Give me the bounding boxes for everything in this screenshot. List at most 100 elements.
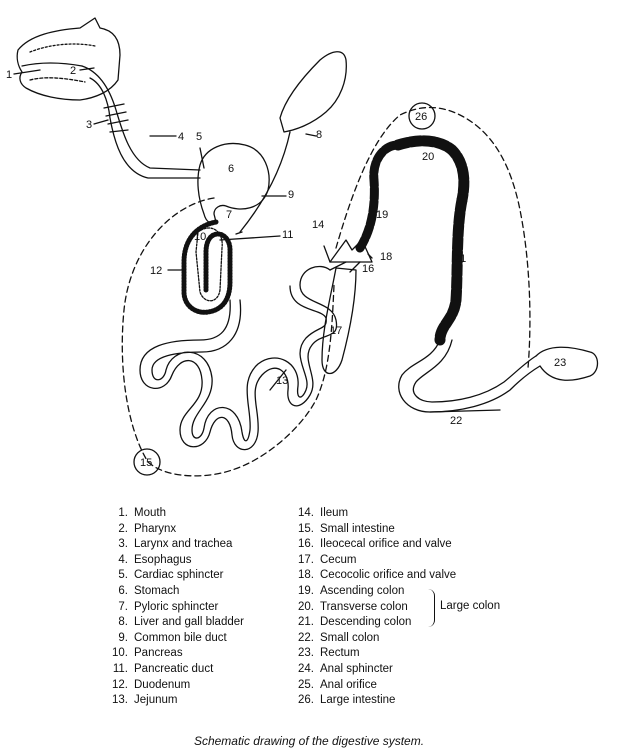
legend-name: Pancreas: [134, 647, 183, 660]
liver: [279, 51, 347, 133]
legend-item: 12.Duodenum: [104, 678, 244, 694]
legend-name: Pancreatic duct: [134, 662, 214, 675]
legend-item: 8. Liver and gall bladder: [104, 615, 244, 631]
diagram-label-4: 4: [178, 131, 184, 143]
legend-number: 3.: [118, 538, 128, 551]
legend-item: 7. Pyloric sphincter: [104, 600, 244, 616]
descending-colon: [434, 194, 468, 346]
legend-number: 7.: [118, 600, 128, 613]
legend-number: 22.: [298, 631, 314, 644]
legend-name: Cecocolic orifice and valve: [320, 569, 457, 582]
legend-name: Anal sphincter: [320, 662, 393, 675]
legend-name: Liver and gall bladder: [134, 616, 244, 629]
large-colon-label: Large colon: [440, 600, 501, 612]
legend-name: Jejunum: [134, 694, 178, 707]
legend-number: 4.: [118, 553, 128, 566]
diagram-label-6: 6: [228, 163, 234, 175]
legend-number: 18.: [298, 569, 314, 582]
legend-name: Descending colon: [320, 616, 412, 629]
small-colon: [398, 339, 541, 413]
legend-name: Ileum: [320, 507, 349, 519]
legend-name: Stomach: [134, 584, 180, 597]
legend-item: 15.Small intestine: [290, 522, 456, 538]
cecum: [321, 267, 357, 375]
legend-item: 6. Stomach: [104, 584, 244, 600]
leader-lines: [13, 67, 501, 413]
digestive-system-diagram: 1 2 3 4 5 6 7 8 9 10 11 12 13 14 15 16 1…: [6, 17, 599, 477]
legend-number: 8.: [118, 616, 128, 629]
legend-name: Small colon: [320, 631, 380, 644]
legend-number: 24.: [298, 662, 314, 675]
small-intestine-boundary: [121, 197, 335, 477]
legend-number: 16.: [298, 538, 314, 551]
diagram-label-15: 15: [140, 457, 152, 469]
legend-name: Cardiac sphincter: [134, 569, 224, 582]
transverse-colon: [392, 135, 470, 206]
jejunum-inner: [151, 285, 327, 442]
diagram-label-2: 2: [70, 65, 76, 77]
duodenum: [181, 219, 233, 315]
legend-number: 11.: [112, 662, 128, 675]
legend-number: 6.: [118, 584, 128, 597]
legend-item: 24. Anal sphincter: [290, 662, 456, 678]
legend-name: Ascending colon: [320, 584, 405, 597]
legend-number: 10.: [112, 647, 128, 660]
legend-number: 20.: [298, 600, 314, 613]
legend-item: 18. Cecocolic orifice and valve: [290, 568, 456, 584]
diagram-label-18: 18: [380, 251, 392, 263]
esophagus: [81, 65, 201, 171]
legend-number: 14.: [298, 507, 314, 519]
figure-caption: Schematic drawing of the digestive syste…: [193, 734, 425, 748]
legend-item: 10. Pancreas: [104, 646, 244, 662]
legend-item: 26.Large intestine: [290, 693, 456, 709]
legend-name: Small intestine: [320, 522, 395, 535]
teeth: [29, 77, 86, 83]
diagram-label-19: 19: [376, 209, 388, 221]
legend-name: Mouth: [134, 507, 166, 519]
diagram-label-8: 8: [316, 129, 322, 141]
legend-number: 12.: [112, 678, 128, 691]
legend-number: 13.: [112, 694, 128, 707]
diagram-label-26: 26: [415, 111, 427, 123]
legend-name: Pyloric sphincter: [134, 600, 219, 613]
legend-number: 17.: [298, 553, 314, 566]
legend-number: 23.: [298, 647, 314, 660]
diagram-label-1: 1: [6, 69, 12, 81]
nasal-area: [29, 43, 96, 53]
legend-number: 21.: [298, 616, 314, 629]
esophagus-wall: [89, 77, 201, 179]
legend-item: 14. Ileum: [290, 506, 456, 522]
legend-item: 21. Descending colon: [290, 615, 456, 631]
legend-item: 5.Cardiac sphincter: [104, 568, 244, 584]
large-colon-bracket: [428, 589, 435, 627]
rectum: [535, 346, 599, 381]
label-26-circle: [408, 102, 436, 130]
legend-item: 13. Jejunum: [104, 693, 244, 709]
diagram-label-11: 11: [282, 229, 293, 241]
legend-name: Rectum: [320, 647, 360, 660]
legend-number: 19.: [298, 584, 314, 597]
diagram-label-20: 20: [422, 151, 434, 163]
diagram-number-labels: 1 2 3 4 5 6 7 8 9 10 11 12 13 14 15 16 1…: [6, 65, 566, 469]
mouth-cavity: [21, 62, 83, 67]
diagram-label-23: 23: [554, 357, 566, 369]
pancreas: [195, 227, 223, 302]
legend-item: 20.Transverse colon: [290, 600, 456, 616]
legend-name: Esophagus: [134, 553, 192, 566]
trachea: [103, 103, 129, 133]
diagram-label-17: 17: [330, 325, 342, 337]
legend-number: 26.: [298, 694, 314, 707]
diagram-label-5: 5: [196, 131, 202, 143]
legend-item: 25.Anal orifice: [290, 678, 456, 694]
diagram-label-21: 21: [454, 253, 466, 265]
legend-name: Anal orifice: [320, 678, 377, 691]
legend-item: 17. Cecum: [290, 553, 456, 569]
legend-name: Cecum: [320, 553, 357, 566]
legend-item: 16.Ileocecal orifice and valve: [290, 537, 456, 553]
jejunum: [139, 265, 338, 451]
large-intestine-boundary: [335, 106, 531, 369]
label-15-circle: [133, 448, 161, 476]
stomach: [197, 142, 270, 225]
